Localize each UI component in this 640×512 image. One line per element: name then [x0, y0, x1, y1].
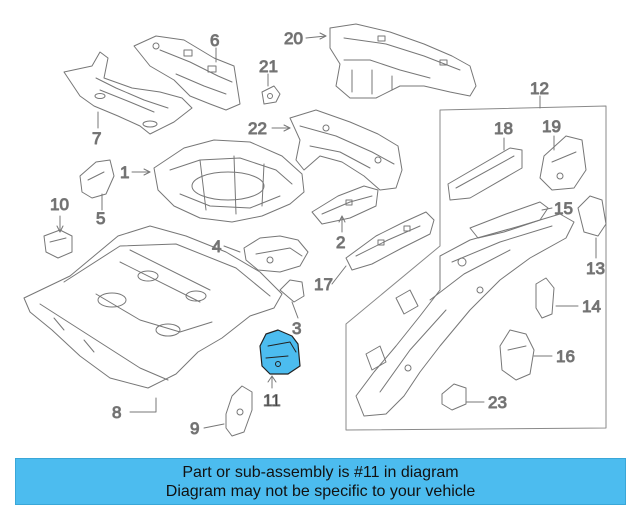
part-22-side-rail[interactable]: [289, 109, 403, 191]
callout-17: 17: [314, 275, 333, 294]
part-9-bracket[interactable]: [225, 385, 253, 437]
callout-3: 3: [292, 319, 301, 338]
part-1-floor-pan[interactable]: [153, 139, 305, 223]
callout-14: 14: [582, 297, 601, 316]
banner-line-2: Diagram may not be specific to your vehi…: [165, 482, 476, 500]
part-10-bracket[interactable]: [43, 229, 73, 259]
callout-22: 22: [248, 119, 267, 138]
callout-8: 8: [112, 403, 121, 422]
callout-2: 2: [336, 233, 345, 252]
part-13-bracket[interactable]: [577, 195, 607, 237]
part-18-panel[interactable]: [447, 147, 523, 201]
callout-18: 18: [494, 119, 513, 138]
part-16-bracket[interactable]: [499, 329, 535, 381]
callout-5: 5: [96, 209, 105, 228]
callout-7: 7: [92, 129, 101, 148]
callout-4: 4: [212, 237, 221, 256]
part-23-bracket[interactable]: [441, 383, 467, 411]
callout-6: 6: [210, 31, 219, 50]
callout-20: 20: [284, 29, 303, 48]
part-8-main-floor[interactable]: [23, 225, 283, 389]
part-3-bracket[interactable]: [279, 279, 305, 303]
part-21-bracket[interactable]: [261, 85, 281, 105]
part-2-member[interactable]: [311, 185, 379, 225]
part-15-member[interactable]: [469, 201, 549, 239]
callout-12: 12: [530, 79, 549, 98]
rear-side-member[interactable]: [355, 213, 575, 417]
callout-10: 10: [50, 195, 69, 214]
callout-9: 9: [190, 419, 199, 438]
callout-15: 15: [554, 199, 573, 218]
info-banner: Part or sub-assembly is #11 in diagram D…: [15, 458, 626, 505]
callout-11: 11: [263, 391, 281, 410]
callout-13: 13: [586, 259, 605, 278]
part-19-bracket[interactable]: [539, 135, 587, 191]
part-11-highlighted[interactable]: [259, 329, 301, 375]
callout-21: 21: [259, 57, 278, 76]
part-4-bracket[interactable]: [243, 235, 309, 273]
part-14-bracket[interactable]: [535, 277, 555, 319]
part-6-upper-member[interactable]: [133, 35, 241, 111]
part-5-bracket[interactable]: [79, 159, 115, 199]
leader-lines: [56, 32, 597, 429]
group-12-frame: [345, 105, 607, 431]
callout-1: 1: [120, 163, 129, 182]
part-20-rear-panel[interactable]: [329, 23, 477, 99]
banner-line-1: Part or sub-assembly is #11 in diagram: [182, 463, 459, 481]
callout-labels: 7 6 21 20 22 1 5 10 4 2 17 3 8 9 11 12 1…: [50, 29, 606, 439]
callout-16: 16: [556, 347, 575, 366]
part-7-crossmember[interactable]: [63, 51, 193, 135]
part-17-rail[interactable]: [345, 211, 435, 271]
callout-19: 19: [542, 117, 561, 136]
callout-23: 23: [488, 393, 507, 412]
